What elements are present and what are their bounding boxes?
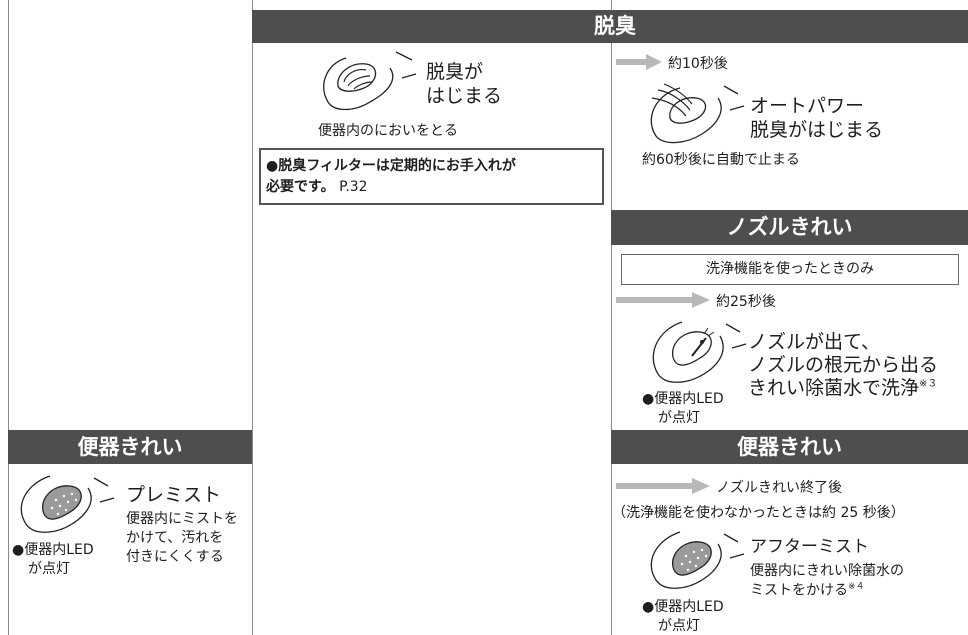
toilet-seat-nozzle-icon (652, 321, 747, 383)
toilet-seat-airflow-icon (650, 83, 745, 144)
auto-timer: 約10秒後 (668, 56, 728, 72)
premist-led-line1: ●便器内LED (12, 542, 94, 558)
nozzle-header: ノズルきれい (611, 210, 968, 245)
nozzle-timer: 約25秒後 (716, 294, 776, 310)
premist-desc-line2: かけて、汚れを (126, 530, 224, 546)
nozzle-led-line1: ●便器内LED (642, 391, 724, 407)
column-divider-left (8, 0, 9, 635)
nozzle-desc-line3-text: きれい除菌水で洗浄 (748, 377, 920, 399)
aftermist-timer: ノズルきれい終了後 (716, 480, 842, 496)
filter-note-box: ●脱臭フィルターは定期的にお手入れが 必要です。 P.32 (259, 148, 604, 205)
bowl-clean-header-left: 便器きれい (8, 430, 252, 464)
aftermist-title: アフターミスト (750, 537, 869, 557)
deodorize-caption: 便器内のにおいをとる (318, 123, 458, 139)
premist-title: プレミスト (126, 484, 222, 506)
premist-led-line2: が点灯 (28, 561, 70, 577)
aftermist-desc-line1: 便器内にきれい除菌水の (750, 563, 904, 579)
aftermist-desc-line2: ミストをかける※４ (750, 579, 865, 600)
nozzle-desc-line3: きれい除菌水で洗浄※３ (748, 373, 937, 400)
bowl-clean-header-right-label: 便器きれい (737, 435, 842, 459)
filter-note-required: 必要です。 (266, 179, 335, 195)
auto-power-line1: オートパワー (750, 95, 865, 117)
nozzle-led-line2: が点灯 (658, 410, 700, 426)
aftermist-condition: （洗浄機能を使わなかったときは約 25 秒後） (612, 505, 905, 521)
aftermist-desc-line2-text: ミストをかける (750, 582, 848, 599)
aftermist-led-line2: が点灯 (658, 618, 700, 634)
toilet-seat-icon (323, 51, 417, 111)
nozzle-desc-line2: ノズルの根元から出る (748, 354, 939, 376)
bowl-clean-header-left-label: 便器きれい (77, 435, 183, 459)
auto-stop-text: 約60秒後に自動で止まる (642, 152, 800, 168)
deodorize-start-line2: はじまる (426, 85, 503, 107)
deodorize-header-label: 脱臭 (594, 14, 636, 38)
column-divider-middle (252, 0, 253, 635)
nozzle-condition-box: 洗浄機能を使ったときのみ (621, 254, 959, 285)
arrow-right-icon (616, 478, 710, 494)
auto-power-line2: 脱臭がはじまる (750, 119, 884, 141)
footnote-mark: ※３ (919, 378, 938, 390)
deodorize-header: 脱臭 (252, 10, 968, 43)
deodorize-start-line1: 脱臭が (426, 61, 484, 83)
column-divider-right (611, 0, 612, 635)
toilet-bowl-mist-icon (650, 531, 745, 589)
nozzle-condition-text: 洗浄機能を使ったときのみ (706, 261, 874, 277)
bowl-clean-header-right: 便器きれい (611, 430, 968, 464)
footnote-mark: ※４ (848, 582, 865, 592)
page-reference-link[interactable]: P.32 (339, 179, 368, 195)
premist-desc-line3: 付きにくくする (126, 549, 224, 565)
arrow-right-icon (616, 54, 662, 70)
premist-desc-line1: 便器内にミストを (126, 511, 238, 527)
aftermist-led-line1: ●便器内LED (642, 599, 724, 615)
nozzle-desc-line1: ノズルが出て、 (748, 331, 881, 353)
toilet-bowl-mist-icon (20, 475, 115, 533)
arrow-right-icon (616, 292, 710, 308)
nozzle-header-label: ノズルきれい (726, 215, 853, 239)
filter-note-line1: ●脱臭フィルターは定期的にお手入れが (266, 158, 516, 174)
filter-note-line2: 必要です。 P.32 (266, 176, 368, 196)
